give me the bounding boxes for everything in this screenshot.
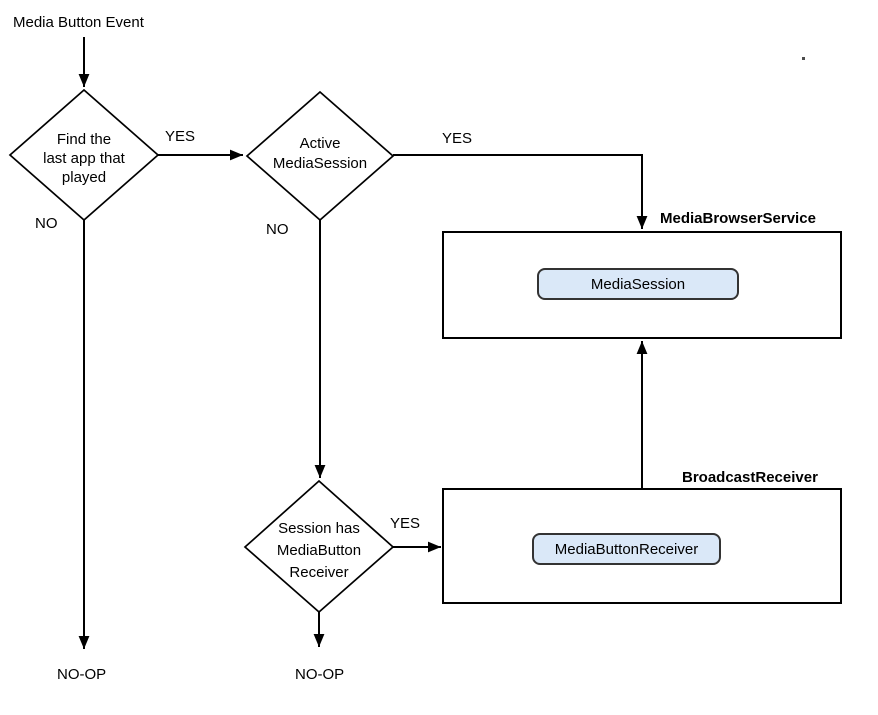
decision1-yes-label: YES (165, 128, 196, 145)
decision1-diamond (8, 88, 160, 222)
decision2-yes-label: YES (442, 130, 473, 147)
decision2-diamond (245, 90, 395, 222)
mediasession-node (537, 268, 739, 300)
start-label: Media Button Event (13, 14, 144, 31)
decision3-yes-label: YES (390, 515, 421, 532)
stray-dot (802, 57, 805, 60)
decision3-label: Session has MediaButton Receiver (276, 520, 362, 581)
noop-left-label: NO-OP (57, 666, 107, 683)
decision1-no-label: NO (35, 215, 58, 232)
media-browser-service-title: MediaBrowserService (660, 210, 816, 227)
mediasession-node-label: MediaSession (590, 275, 686, 293)
decision1-label: Find the last app that played (43, 131, 125, 186)
decision3-diamond (243, 479, 395, 614)
mediabuttonreceiver-node-label: MediaButtonReceiver (554, 540, 699, 558)
decision2-no-label: NO (266, 221, 289, 238)
edge-decision2-yes-to-mediabrowserservice (393, 154, 648, 229)
broadcast-receiver-title: BroadcastReceiver (682, 469, 818, 486)
decision2-label: Active MediaSession (272, 135, 368, 172)
noop-middle-label: NO-OP (295, 666, 345, 683)
mediabuttonreceiver-node (532, 533, 721, 565)
